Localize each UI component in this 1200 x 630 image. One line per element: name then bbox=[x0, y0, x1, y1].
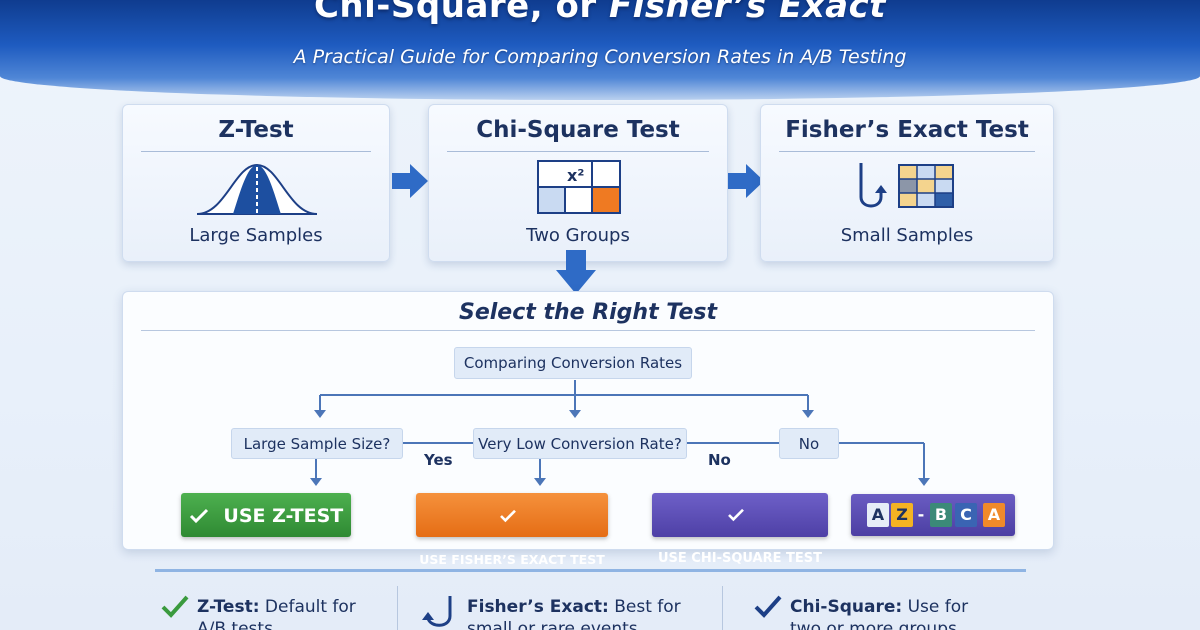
bell-curve-icon bbox=[196, 163, 318, 215]
button-label: USE FISHER’S EXACT TEST bbox=[419, 551, 605, 567]
note-text-2: two or more groups bbox=[790, 619, 957, 630]
tile: B bbox=[930, 503, 952, 527]
use-fishers-exact-button[interactable]: USE FISHER’S EXACT TEST bbox=[416, 493, 608, 567]
title-part-1: Chi-Square, or bbox=[313, 0, 597, 26]
use-z-test-button[interactable]: USE Z-TEST bbox=[181, 493, 351, 537]
card-title: Fisher’s Exact Test bbox=[785, 117, 1029, 143]
flow-arrow-icon bbox=[392, 164, 428, 198]
flow-arrow-icon bbox=[728, 164, 764, 198]
letter-tiles: A Z - B C A bbox=[851, 494, 1015, 536]
down-arrow-icon bbox=[556, 250, 596, 294]
question-low-conversion: Very Low Conversion Rate? bbox=[473, 428, 687, 459]
hook-grid-icon bbox=[859, 163, 954, 208]
hook-icon bbox=[422, 596, 452, 627]
no-node: No bbox=[779, 428, 839, 459]
card-divider bbox=[447, 151, 709, 152]
note-text: Use for bbox=[907, 597, 969, 617]
chi-symbol: x² bbox=[567, 166, 584, 185]
check-icon bbox=[728, 508, 744, 521]
note-separator bbox=[722, 586, 723, 630]
note-text-2: small or rare events bbox=[467, 619, 638, 630]
bottom-divider bbox=[155, 569, 1026, 572]
header-banner bbox=[0, 0, 1200, 100]
card-label: Two Groups bbox=[526, 225, 630, 246]
note-separator bbox=[397, 586, 398, 630]
card-title: Z-Test bbox=[218, 117, 294, 143]
note-term: Chi-Square: bbox=[790, 597, 903, 617]
question-large-sample: Large Sample Size? bbox=[231, 428, 403, 459]
card-title: Chi-Square Test bbox=[476, 117, 680, 143]
check-icon bbox=[500, 509, 516, 522]
note-z-test: Z-Test: Default for A/B tests bbox=[197, 596, 356, 630]
page-subtitle: A Practical Guide for Comparing Conversi… bbox=[293, 46, 907, 68]
card-chi-square-test: Chi-Square Test x² Two Groups bbox=[428, 104, 728, 262]
no-label: No bbox=[708, 451, 731, 469]
page-title: Chi-Square, or Fisher’s Exact bbox=[0, 0, 1200, 30]
card-z-test: Z-Test Large Samples bbox=[122, 104, 390, 262]
check-icon bbox=[189, 508, 208, 523]
use-chi-square-button[interactable]: USE CHI-SQUARE TEST bbox=[652, 493, 828, 566]
panel-title: Select the Right Test bbox=[459, 300, 717, 325]
note-text: Best for bbox=[614, 597, 681, 617]
check-icon bbox=[161, 595, 189, 618]
tile: C bbox=[955, 503, 977, 527]
note-term: Fisher’s Exact: bbox=[467, 597, 609, 617]
contingency-table-icon: x² bbox=[537, 160, 621, 214]
tile: A bbox=[983, 503, 1005, 527]
root-node: Comparing Conversion Rates bbox=[454, 347, 692, 379]
note-term: Z-Test: bbox=[197, 597, 260, 617]
check-icon bbox=[754, 595, 782, 618]
button-label: USE Z-TEST bbox=[223, 504, 344, 527]
yes-label: Yes bbox=[424, 451, 453, 469]
tile: Z bbox=[891, 503, 913, 527]
card-fishers-exact-test: Fisher’s Exact Test Small Samples bbox=[760, 104, 1054, 262]
card-label: Small Samples bbox=[840, 225, 974, 246]
title-part-2: Fisher’s Exact bbox=[608, 0, 887, 26]
note-fishers-exact: Fisher’s Exact: Best for small or rare e… bbox=[467, 596, 681, 630]
card-label: Large Samples bbox=[189, 225, 323, 246]
panel-divider bbox=[141, 330, 1035, 331]
card-divider bbox=[141, 151, 371, 152]
note-text: Default for bbox=[264, 597, 356, 617]
card-divider bbox=[779, 151, 1035, 152]
note-chi-square: Chi-Square: Use for two or more groups bbox=[790, 596, 968, 630]
tile: A bbox=[867, 503, 889, 527]
tile: - bbox=[917, 505, 925, 524]
button-label: USE CHI-SQUARE TEST bbox=[657, 551, 822, 566]
note-text-2: A/B tests bbox=[197, 619, 273, 630]
